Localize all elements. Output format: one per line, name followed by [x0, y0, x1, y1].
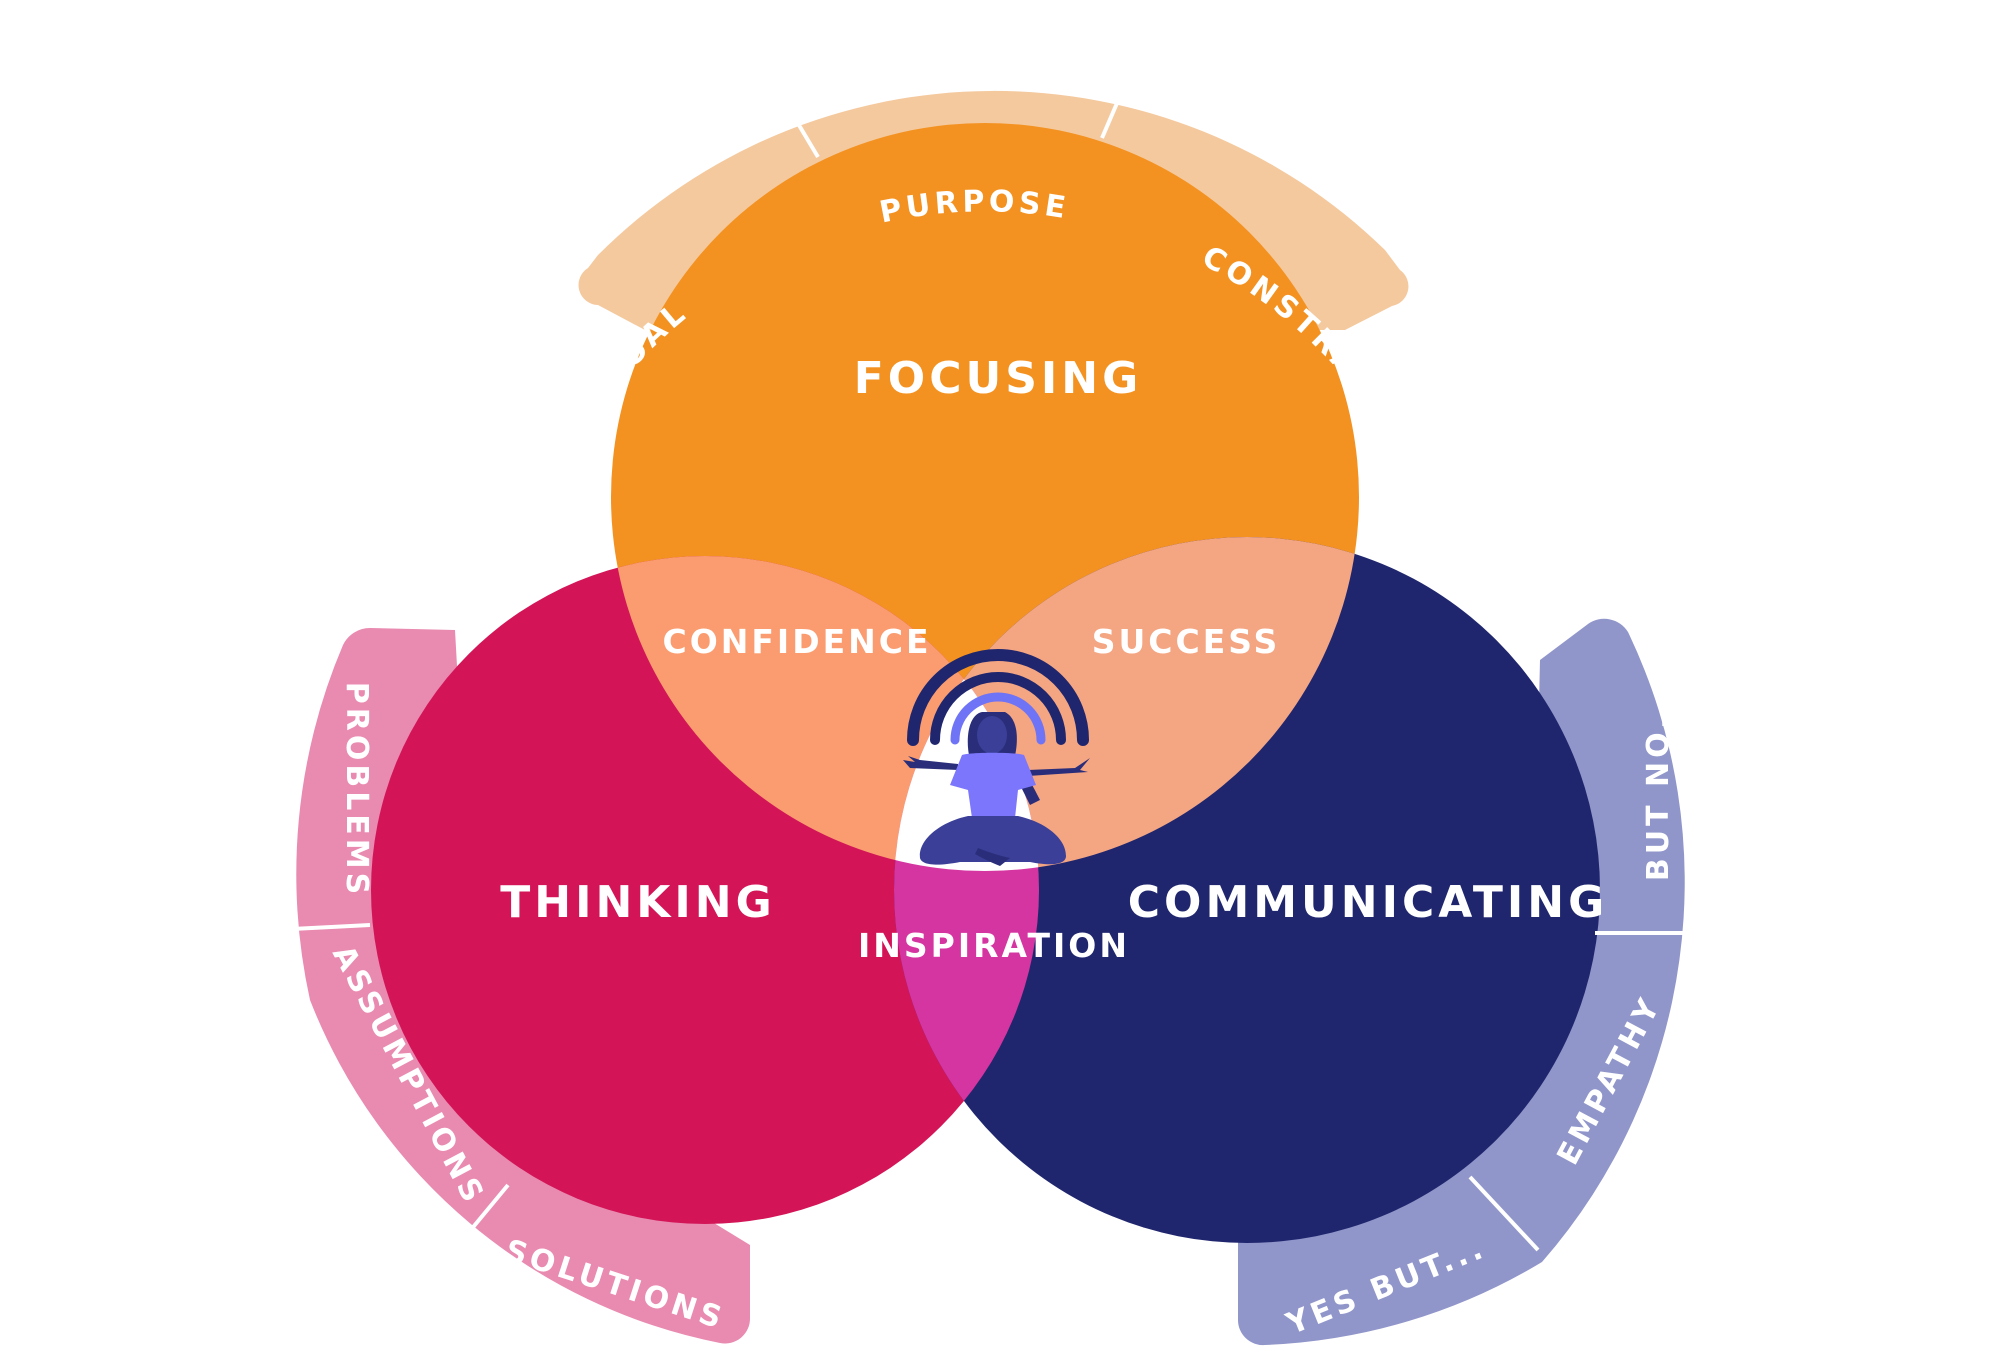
- but-no-label: BUT NO...: [1641, 683, 1676, 881]
- focusing-title: FOCUSING: [854, 353, 1142, 404]
- confidence-overlap: [611, 556, 1039, 871]
- communicating-title: COMMUNICATING: [1128, 877, 1608, 928]
- thinking-title: THINKING: [500, 877, 775, 928]
- meditating-person-icon: [903, 649, 1090, 866]
- success-label: SUCCESS: [1092, 622, 1281, 661]
- confidence-label: CONFIDENCE: [662, 622, 931, 661]
- success-overlap: [894, 537, 1359, 871]
- inspiration-label: INSPIRATION: [858, 926, 1130, 965]
- arc-dividers: [272, 58, 1700, 1257]
- problems-label: PROBLEMS: [339, 682, 374, 899]
